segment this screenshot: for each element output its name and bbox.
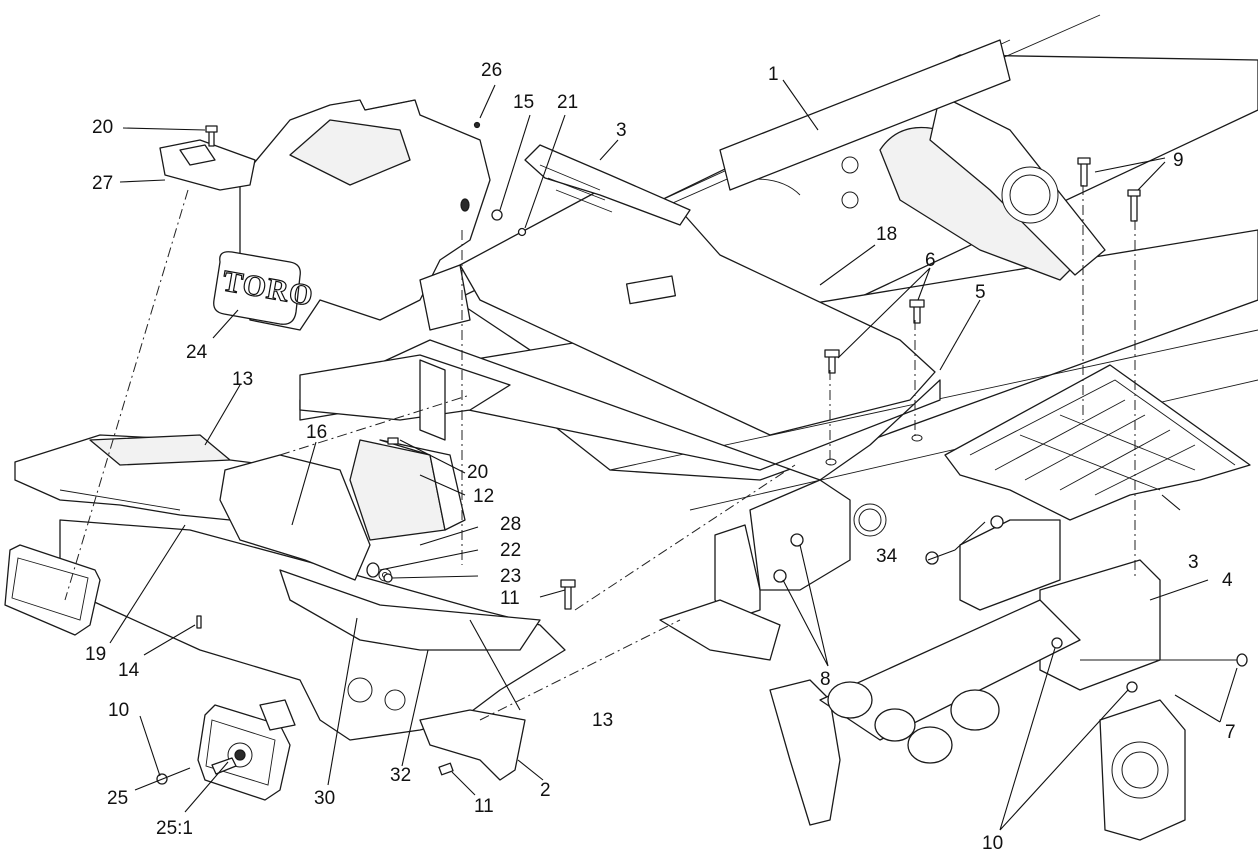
callout-12: 12 (473, 486, 494, 507)
callout-25-1: 25:1 (156, 818, 193, 839)
callout-3-upper: 3 (616, 120, 627, 141)
callout-3-lower: 3 (1188, 552, 1199, 573)
rear-step (524, 144, 691, 226)
callout-32: 32 (390, 765, 411, 786)
callout-11-lower: 11 (474, 796, 494, 817)
leader-lines (109, 79, 1238, 831)
callout-5: 5 (975, 282, 986, 303)
callout-10-left: 10 (108, 700, 129, 721)
rear-frame-extension (159, 139, 256, 191)
toro-nameplate: TORO (213, 251, 317, 325)
callout-13-lower: 13 (592, 710, 613, 731)
callout-9: 9 (1173, 150, 1184, 171)
callout-1: 1 (768, 64, 779, 85)
callout-34: 34 (876, 546, 898, 567)
callout-11-upper: 11 (500, 588, 520, 609)
callout-27: 27 (92, 173, 113, 194)
callout-16: 16 (306, 422, 327, 443)
callout-24: 24 (186, 342, 208, 363)
callout-13-upper: 13 (232, 369, 253, 390)
callout-20-lower: 20 (467, 462, 488, 483)
callout-14: 14 (118, 660, 140, 681)
callout-10-right: 10 (982, 833, 1003, 854)
axle-assembly (769, 519, 1248, 841)
callout-19: 19 (85, 644, 106, 665)
callout-4: 4 (1222, 570, 1233, 591)
callout-23: 23 (500, 566, 521, 587)
callout-22: 22 (500, 540, 521, 561)
callout-21: 21 (557, 92, 578, 113)
callout-30: 30 (314, 788, 335, 809)
hood-console (239, 99, 491, 331)
mount-bracket-right (659, 479, 887, 661)
left-headlight (4, 544, 101, 636)
callout-18: 18 (876, 224, 897, 245)
callout-8: 8 (820, 669, 831, 690)
lower-mount-bracket (419, 709, 526, 781)
callout-15: 15 (513, 92, 534, 113)
right-step (944, 364, 1251, 521)
callouts: 1 2 3 3 4 5 6 7 8 9 10 10 11 11 12 13 13… (85, 60, 1236, 854)
callout-25: 25 (107, 788, 128, 809)
fasteners (156, 121, 1141, 785)
callout-26: 26 (481, 60, 502, 81)
callout-28: 28 (500, 514, 521, 535)
alignment-lines (64, 185, 1136, 721)
callout-7: 7 (1225, 722, 1236, 743)
callout-2: 2 (540, 780, 551, 801)
callout-6: 6 (925, 250, 936, 271)
callout-20-upper: 20 (92, 117, 113, 138)
lower-headlight (197, 699, 296, 801)
